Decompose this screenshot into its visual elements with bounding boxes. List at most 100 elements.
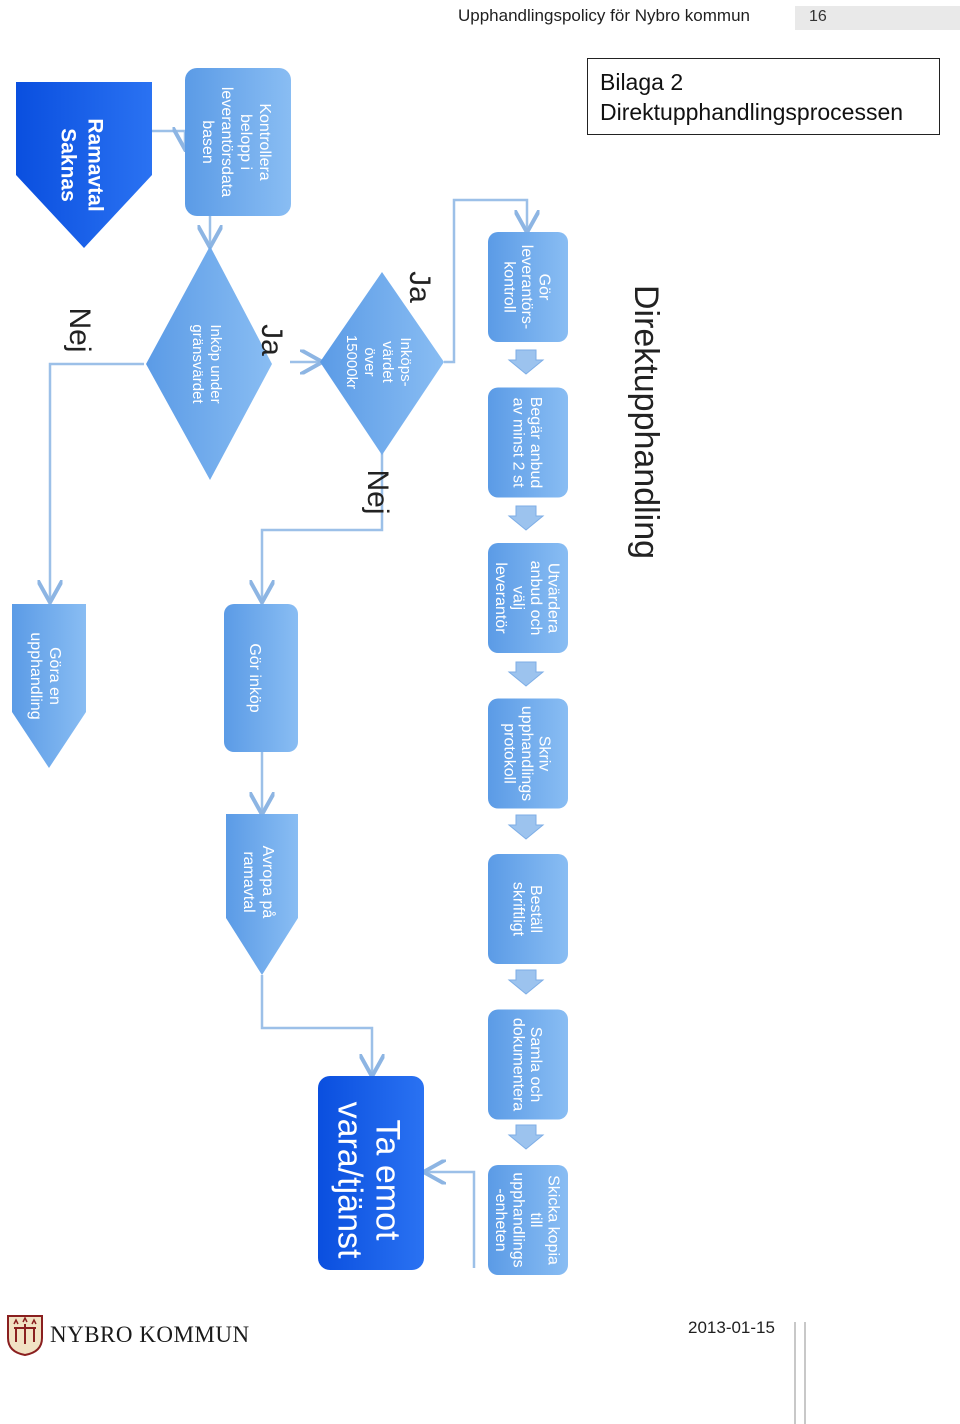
label-line: Beställ: [527, 885, 544, 933]
label-line: belopp i: [237, 114, 254, 170]
connector-threshold-procure: [50, 362, 144, 600]
label-line: ramavtal: [240, 851, 257, 912]
receive-goods-service-box: Ta emotvara/tjänst: [318, 1076, 424, 1270]
start-shape-ramavtal-saknas: RamavtalSaknas: [16, 82, 152, 248]
label-line: Inköps-: [397, 337, 414, 386]
label-line: Samla och: [527, 1027, 544, 1103]
step-label: Beställskriftligt: [509, 882, 543, 937]
document-date: 2013-01-15: [688, 1318, 775, 1337]
flowchart-title: Direktupphandling: [627, 285, 665, 559]
procure-shape: Göra enupphandling: [12, 604, 86, 768]
label-line: upphandlings: [509, 1172, 526, 1267]
label-yes-threshold: Ja: [255, 324, 288, 356]
process-step-box: Görleverantörs-kontroll: [488, 232, 568, 342]
svg-text:Kontrollerabelopp ileverantörs: Kontrollerabelopp ileverantörsdatabasen: [199, 87, 273, 197]
process-flowchart: RamavtalSaknas Kontrollerabelopp ilevera…: [12, 68, 665, 1275]
label-no-amount: Nej: [361, 469, 394, 514]
down-arrow-icon: [507, 1124, 545, 1150]
process-step-box: Samla ochdokumentera: [488, 1009, 568, 1120]
label-line: välj: [509, 586, 526, 610]
down-arrow-icon: [507, 814, 545, 840]
label-line: Begär anbud: [527, 397, 544, 489]
label-line: av minst 2 st: [509, 398, 526, 488]
process-step-box: Beställskriftligt: [488, 854, 568, 964]
step-arrows: [507, 349, 545, 1150]
label-line: Utvärdera: [544, 563, 561, 633]
label-line: Skriv: [536, 736, 553, 772]
nybro-kommun-logo: NYBRO KOMMUN: [6, 1314, 249, 1358]
do-purchase-box: Gör inköp: [224, 604, 298, 752]
process-step-box: Utvärderaanbud ochväljleverantör: [488, 543, 568, 653]
municipal-coat-of-arms-icon: [7, 1315, 43, 1356]
page-number: 16: [795, 6, 960, 30]
step-label: Görleverantörs-kontroll: [501, 245, 553, 329]
step-label: Skicka kopiatillupphandlings-enheten: [492, 1172, 561, 1267]
step-label: Samla ochdokumentera: [509, 1018, 543, 1111]
process-step-box: Begär anbudav minst 2 st: [488, 387, 568, 498]
label-line: Direktupphandling: [627, 285, 665, 559]
connector-amount-purchase: [262, 453, 384, 600]
label-line: till: [527, 1212, 544, 1227]
svg-text:RamavtalSaknas: RamavtalSaknas: [57, 118, 107, 211]
down-arrow-icon: [507, 505, 545, 531]
label-line: leverantörs-: [518, 245, 535, 329]
label-line: Inköp under: [207, 324, 224, 403]
label-line: Göra en: [46, 647, 63, 705]
label-line: anbud och: [527, 561, 544, 636]
svg-text:Ja: Ja: [255, 324, 288, 356]
label-line: dokumentera: [509, 1018, 526, 1111]
label-line: över: [361, 347, 378, 376]
label-line: Gör: [536, 274, 553, 301]
label-line: Nej: [63, 307, 96, 352]
decision-under-threshold: Inköp undergränsvärdet: [146, 246, 272, 480]
footer-divider: [794, 1322, 806, 1424]
label-line: Kontrollera: [256, 103, 273, 180]
down-arrow-icon: [507, 349, 545, 375]
svg-text:Göra enupphandling: Göra enupphandling: [27, 632, 63, 719]
label-line: upphandlings: [518, 706, 535, 801]
label-line: Skicka kopia: [544, 1175, 561, 1265]
label-line: protokoll: [501, 723, 518, 783]
svg-text:Ta emotvara/tjänst: Ta emotvara/tjänst: [330, 1102, 406, 1259]
label-line: leverantör: [492, 562, 509, 634]
label-line: Ja: [403, 271, 436, 303]
connector-start-check: [152, 131, 185, 147]
connector-calloff-receive: [260, 975, 372, 1074]
call-off-framework-shape: Avropa påramavtal: [226, 814, 298, 975]
process-step-box: Skrivupphandlingsprotokoll: [488, 698, 568, 809]
label-line: upphandling: [27, 632, 44, 719]
label-no-threshold: Nej: [63, 307, 96, 352]
label-line: skriftligt: [509, 882, 526, 937]
label-line: Avropa på: [259, 846, 277, 919]
label-line: Nej: [361, 469, 394, 514]
appendix-label: Bilaga 2: [600, 69, 684, 95]
down-arrow-icon: [507, 661, 545, 687]
connector-copy-receive: [426, 1172, 476, 1268]
label-line: -enheten: [492, 1188, 509, 1251]
label-line: Ta emot: [368, 1120, 406, 1241]
svg-text:Nej: Nej: [63, 307, 96, 352]
logo-wordmark: NYBRO KOMMUN: [50, 1322, 250, 1347]
decision-amount-over-15000: Inköps-värdetöver15000kr: [320, 272, 444, 455]
process-step-box: Skicka kopiatillupphandlings-enheten: [488, 1165, 568, 1275]
appendix-title-box: Bilaga 2 Direktupphandlingsprocessen: [587, 58, 940, 135]
svg-text:Nej: Nej: [361, 469, 394, 514]
connector-amount-supplier: [444, 198, 527, 364]
label-line: Saknas: [57, 128, 80, 202]
label-line: Gör inköp: [246, 643, 263, 712]
step-label: Begär anbudav minst 2 st: [509, 397, 543, 489]
label-line: Ja: [255, 324, 288, 356]
svg-text:Inköps-värdetöver15000kr: Inköps-värdetöver15000kr: [343, 335, 414, 389]
svg-text:Gör inköp: Gör inköp: [246, 643, 263, 712]
svg-text:Inköp undergränsvärdet: Inköp undergränsvärdet: [189, 324, 224, 404]
label-line: basen: [199, 120, 216, 164]
down-arrow-icon: [507, 969, 545, 995]
check-supplier-database-box: Kontrollerabelopp ileverantörsdatabasen: [185, 68, 291, 216]
svg-text:Ja: Ja: [403, 271, 436, 303]
svg-text:Direktupphandling: Direktupphandling: [627, 285, 665, 559]
step-label: Skrivupphandlingsprotokoll: [501, 706, 553, 801]
appendix-subtitle: Direktupphandlingsprocessen: [600, 99, 904, 125]
label-line: värdet: [379, 341, 396, 384]
label-line: vara/tjänst: [330, 1102, 368, 1259]
